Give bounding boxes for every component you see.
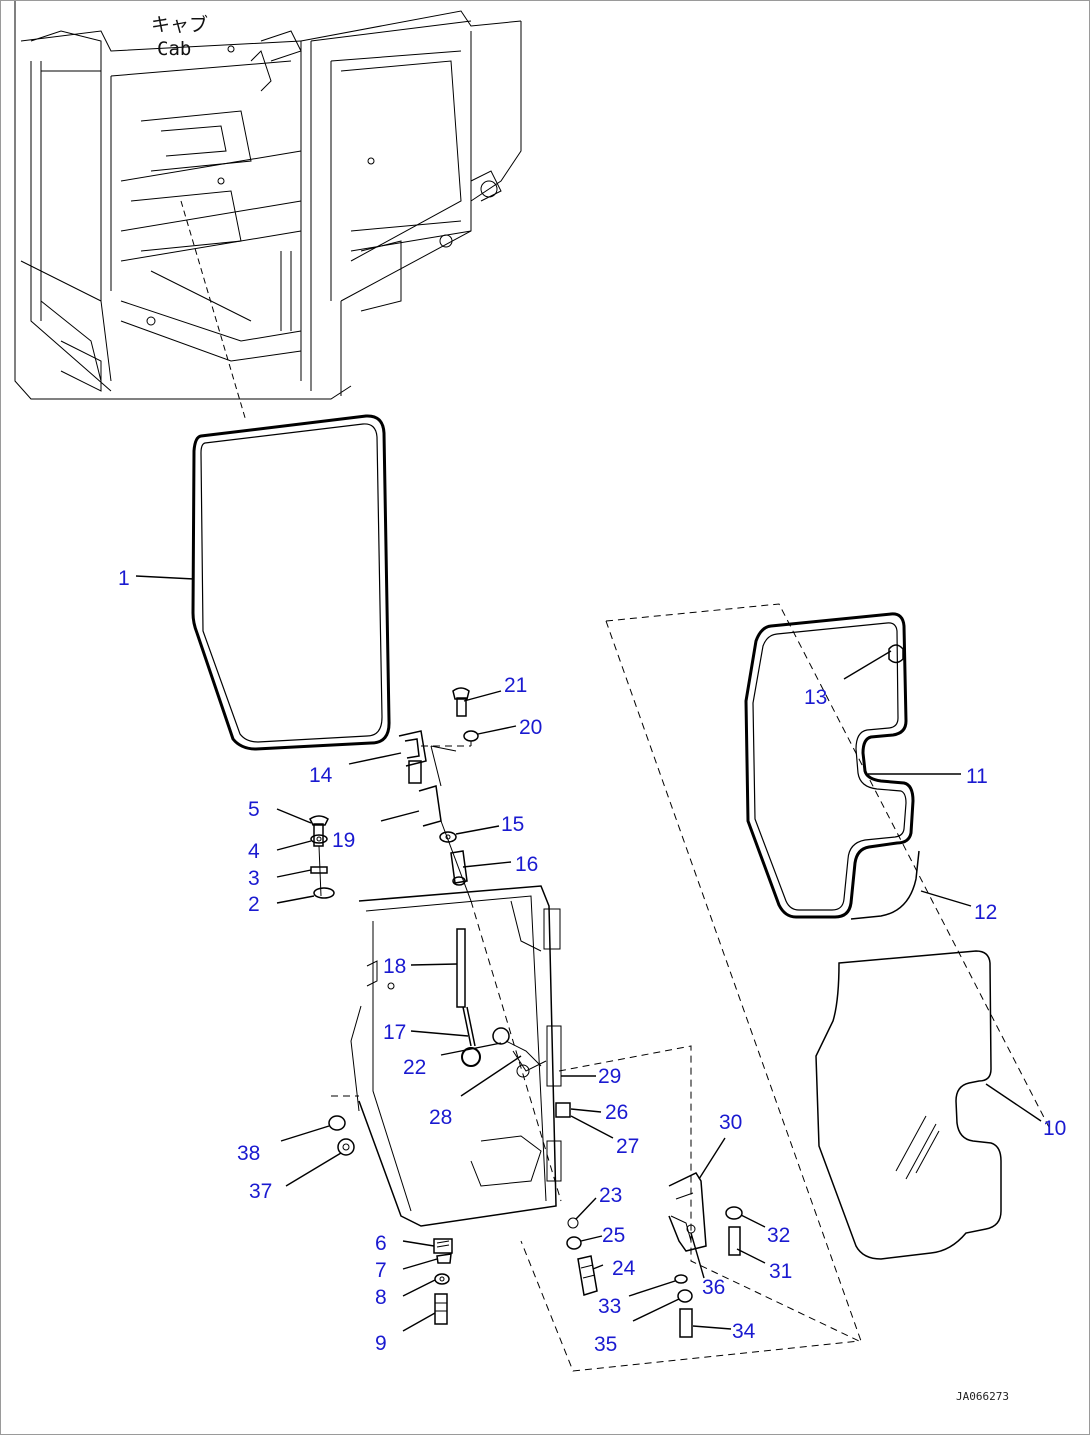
door-frame-assembly	[331, 885, 562, 1227]
fasteners-37-38	[328, 1115, 355, 1156]
callout-9: 9	[375, 1332, 387, 1355]
callout-8: 8	[375, 1286, 387, 1309]
fasteners-2-5	[309, 815, 335, 899]
callout-2: 2	[248, 893, 260, 916]
fasteners-6-9	[433, 1238, 453, 1325]
callout-1: 1	[118, 567, 130, 590]
callout-7: 7	[375, 1259, 387, 1282]
callout-20: 20	[519, 716, 542, 739]
window-glass-part-10	[815, 950, 1002, 1260]
callout-16: 16	[515, 853, 538, 876]
callout-18: 18	[383, 955, 406, 978]
callout-21: 21	[504, 674, 527, 697]
callout-34: 34	[732, 1320, 756, 1343]
gas-spring-parts-17-18	[456, 928, 547, 1078]
callout-23: 23	[599, 1184, 622, 1207]
callout-25: 25	[602, 1224, 625, 1247]
callout-17: 17	[383, 1021, 406, 1044]
callout-5: 5	[248, 798, 260, 821]
callout-10: 10	[1043, 1117, 1066, 1140]
callout-6: 6	[375, 1232, 387, 1255]
callout-13: 13	[804, 686, 827, 709]
latch-parts-30-36	[520, 1045, 861, 1372]
cab-japanese-label: キャブ	[151, 13, 208, 36]
callout-36: 36	[702, 1276, 725, 1299]
door-seal-part-1	[191, 414, 391, 751]
callout-24: 24	[612, 1257, 636, 1280]
callout-30: 30	[719, 1111, 742, 1134]
callout-28: 28	[429, 1106, 452, 1129]
callout-31: 31	[769, 1260, 792, 1283]
glass-seal-parts-11-13	[605, 603, 1052, 1342]
hinge-parts-14-19	[398, 730, 457, 827]
callout-11: 11	[966, 765, 988, 788]
callout-14: 14	[309, 764, 333, 787]
callout-32: 32	[767, 1224, 790, 1247]
leader-lines	[135, 575, 1042, 1332]
callout-19: 19	[332, 829, 355, 852]
cab-frame	[14, 1, 522, 422]
callout-37: 37	[249, 1180, 272, 1203]
callout-4: 4	[248, 840, 260, 863]
callout-35: 35	[594, 1333, 617, 1356]
fasteners-15-21	[421, 687, 562, 1202]
callout-38: 38	[237, 1142, 260, 1165]
callout-27: 27	[616, 1135, 639, 1158]
callout-3: 3	[248, 867, 260, 890]
drawing-code: JA066273	[956, 1390, 1009, 1403]
callout-15: 15	[501, 813, 524, 836]
cab-english-label: Cab	[157, 38, 191, 60]
callout-12: 12	[974, 901, 997, 924]
callout-22: 22	[403, 1056, 426, 1079]
callout-26: 26	[605, 1101, 628, 1124]
callout-29: 29	[598, 1065, 621, 1088]
callout-33: 33	[598, 1295, 621, 1318]
callout-numbers: 1 2 3 4 5 6 7 8 9 10 11 12 13 14 15 16 1…	[118, 567, 1066, 1356]
